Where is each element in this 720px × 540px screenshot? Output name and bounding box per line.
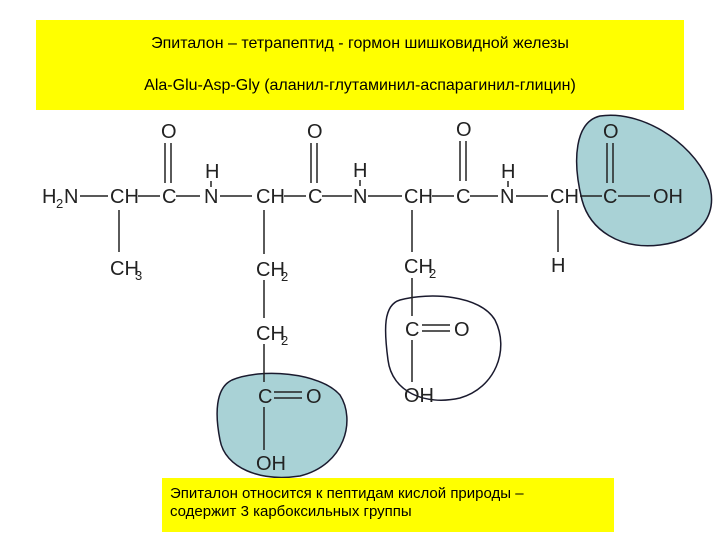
- glu-ch: CH: [256, 186, 285, 208]
- gly-carbonyl-c: C: [603, 186, 617, 208]
- asp-ch2-subscript: 2: [429, 266, 436, 281]
- glu-side-o: O: [306, 386, 322, 408]
- gly-n: N: [500, 186, 514, 208]
- glu-ch2a-c: CH: [256, 259, 285, 281]
- glu-ch2b-c: CH: [256, 323, 285, 345]
- carboxyl-highlight-gly: [575, 114, 713, 247]
- ala-ch: CH: [110, 186, 139, 208]
- conclusion-line-2: содержит 3 карбоксильных группы: [170, 503, 412, 520]
- glu-ch2a-subscript: 2: [281, 269, 288, 284]
- ala-carbonyl-c: C: [162, 186, 176, 208]
- gly-h: H: [551, 255, 565, 277]
- glu-n: N: [204, 186, 218, 208]
- asp-ch: CH: [404, 186, 433, 208]
- atom-labels: H 2 N CH C O CH 3 H N CH C O CH 2 CH 2 C…: [42, 119, 683, 475]
- conclusion-line-1: Эпиталон относится к пептидам кислой при…: [170, 485, 524, 502]
- ala-carbonyl-o: O: [161, 121, 177, 143]
- asp-n: N: [353, 186, 367, 208]
- carboxyl-highlight-glu: [216, 372, 348, 479]
- ala-ch3-c: CH: [110, 258, 139, 280]
- carboxyl-outline-asp: [384, 295, 502, 401]
- asp-carbonyl-c: C: [456, 186, 470, 208]
- asp-side-oh: OH: [404, 385, 434, 407]
- glu-carbonyl-o: O: [307, 121, 323, 143]
- asp-ch2-c: CH: [404, 256, 433, 278]
- gly-ch: CH: [550, 186, 579, 208]
- asp-nh-h: H: [353, 160, 367, 182]
- bonds: [80, 141, 650, 450]
- glu-side-c: C: [258, 386, 272, 408]
- glu-ch2b-subscript: 2: [281, 333, 288, 348]
- gly-oh: OH: [653, 186, 683, 208]
- gly-carbonyl-o: O: [603, 121, 619, 143]
- title-text: Эпиталон – тетрапептид - гормон шишковид…: [151, 35, 569, 52]
- sequence-text: Ala-Glu-Asp-Gly (аланил-глутаминил-аспар…: [144, 77, 576, 94]
- asp-side-c: C: [405, 319, 419, 341]
- amino-n: N: [64, 186, 78, 208]
- gly-nh-h: H: [501, 161, 515, 183]
- glu-side-oh: OH: [256, 453, 286, 475]
- amino-h: H: [42, 186, 56, 208]
- amino-subscript: 2: [56, 196, 63, 211]
- asp-carbonyl-o: O: [456, 119, 472, 141]
- conclusion-banner: Эпиталон относится к пептидам кислой при…: [162, 478, 614, 532]
- title-banner: Эпиталон – тетрапептид - гормон шишковид…: [36, 20, 684, 110]
- glu-nh-h: H: [205, 161, 219, 183]
- asp-side-o: O: [454, 319, 470, 341]
- ala-ch3-subscript: 3: [135, 268, 142, 283]
- glu-carbonyl-c: C: [308, 186, 322, 208]
